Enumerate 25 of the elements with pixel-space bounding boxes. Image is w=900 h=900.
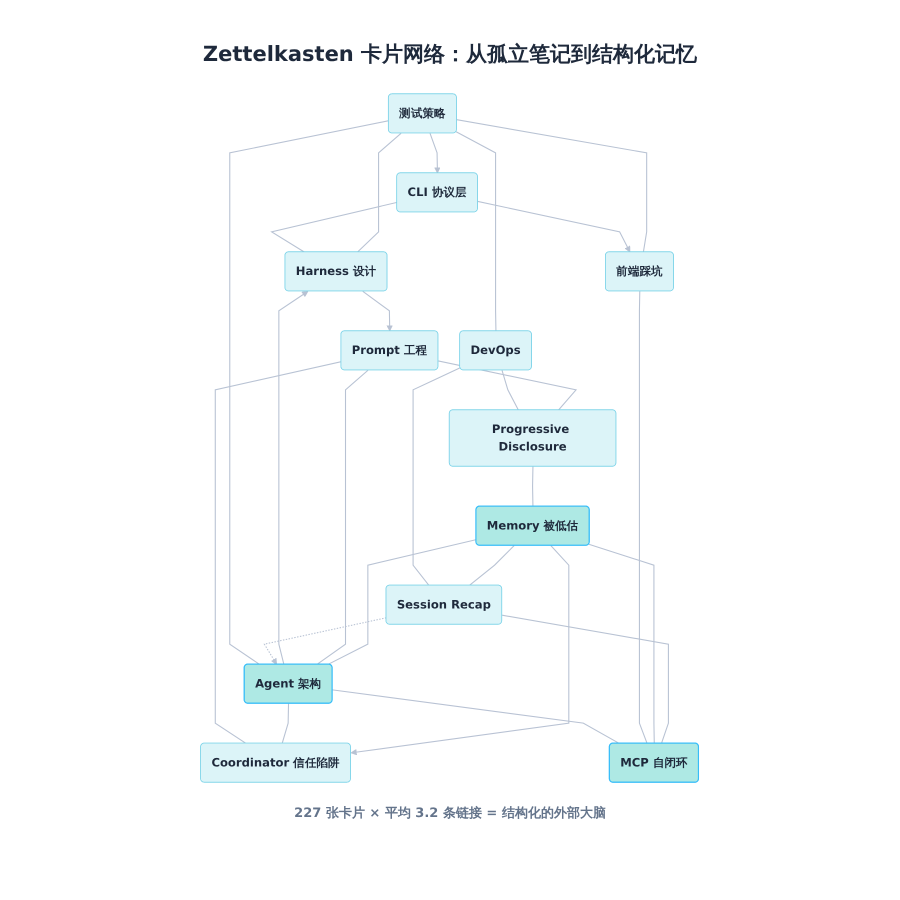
arrow [430,133,441,174]
arrow [478,200,631,252]
connector [358,132,402,253]
diagram-title: Zettelkasten 卡片网络：从孤立笔记到结构化记忆 [202,41,698,68]
arrow [278,290,309,665]
connector [230,120,390,665]
connector [332,689,620,744]
connector [215,361,342,744]
connector [532,466,534,506]
connector [502,370,520,410]
connector [270,202,398,253]
connector [282,704,290,744]
arrow [362,290,394,332]
connector [457,119,648,252]
connector [589,544,656,744]
connector [328,539,477,665]
connector [317,370,369,665]
connector [639,291,648,744]
connector [502,614,670,744]
arrow [351,545,570,756]
connector [469,545,515,586]
arrow [264,617,387,665]
connector [413,367,461,586]
connector [456,131,497,332]
caption: 227 张卡片 × 平均 3.2 条链接 = 结构化的外部大脑 [294,804,606,822]
